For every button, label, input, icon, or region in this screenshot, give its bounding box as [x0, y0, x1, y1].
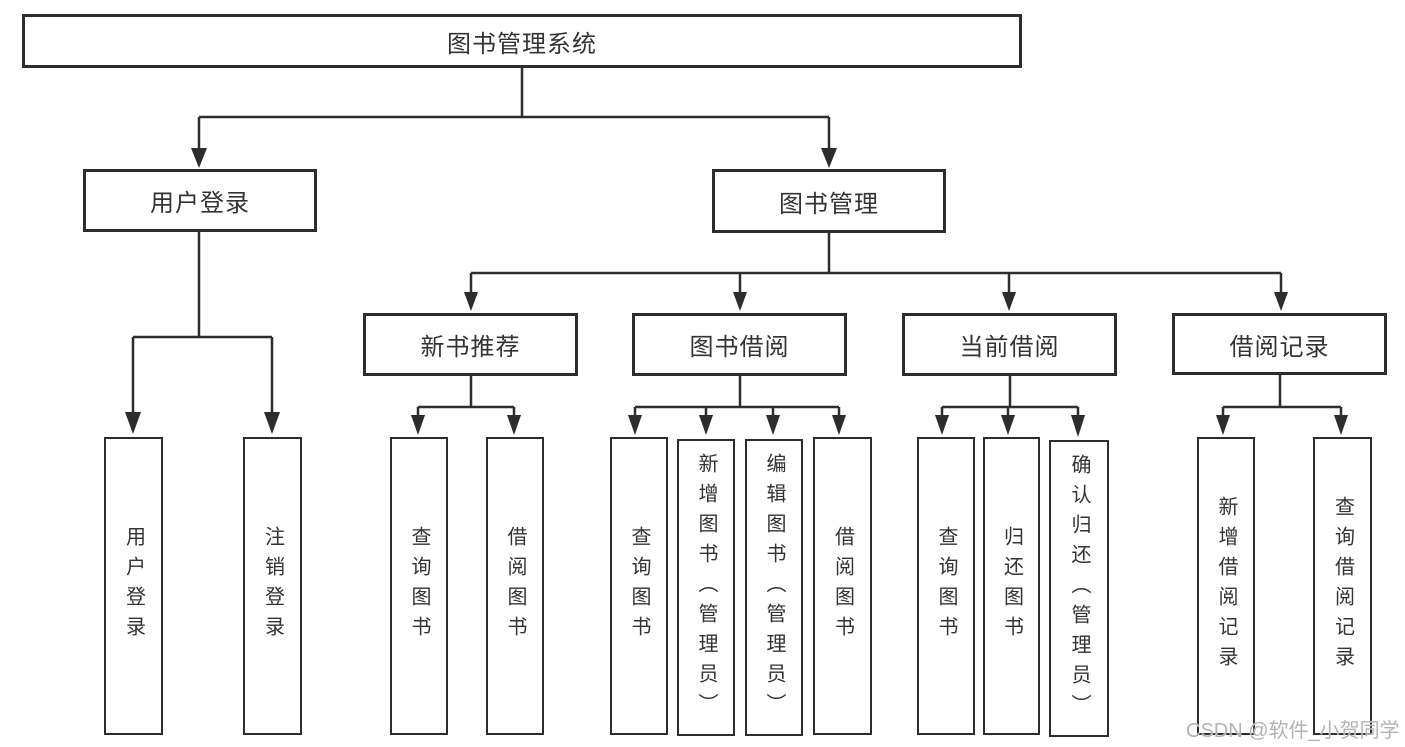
node-book-borrow-label: 图书借阅	[689, 334, 790, 361]
leaf-return-book: 归还图书	[983, 437, 1040, 735]
node-borrow-records: 借阅记录	[1172, 313, 1387, 375]
node-user-login-label: 用户登录	[150, 190, 250, 217]
leaf-query-books-recommend: 查询图书	[390, 437, 448, 735]
leaf-query-books-recommend-label: 查询图书	[408, 526, 430, 646]
leaf-query-borrow-record: 查询借阅记录	[1313, 437, 1372, 735]
node-root-system: 图书管理系统	[22, 14, 1022, 68]
node-book-management: 图书管理	[712, 169, 946, 233]
node-user-login: 用户登录	[83, 169, 317, 232]
node-borrow-records-label: 借阅记录	[1229, 333, 1330, 361]
leaf-borrow-books-recommend-label: 借阅图书	[504, 526, 526, 646]
leaf-add-borrow-record-label: 新增借阅记录	[1215, 496, 1237, 676]
leaf-query-books-borrow-label: 查询图书	[628, 526, 650, 646]
leaf-edit-book-admin-label: 编辑图书（管理员）	[763, 452, 785, 723]
node-current-borrow: 当前借阅	[902, 313, 1117, 376]
leaf-borrow-books-recommend: 借阅图书	[486, 437, 544, 735]
leaf-user-login: 用户登录	[104, 437, 163, 735]
leaf-logout-label: 注销登录	[261, 526, 284, 646]
leaf-return-book-label: 归还图书	[1000, 526, 1023, 646]
leaf-edit-book-admin: 编辑图书（管理员）	[745, 439, 803, 736]
leaf-add-book-admin-label: 新增图书（管理员）	[695, 452, 717, 723]
leaf-add-book-admin: 新增图书（管理员）	[677, 439, 735, 736]
leaf-borrow-books-2: 借阅图书	[813, 437, 872, 735]
node-new-book-recommend: 新书推荐	[363, 313, 578, 376]
node-current-borrow-label: 当前借阅	[959, 334, 1060, 361]
leaf-query-borrow-record-label: 查询借阅记录	[1331, 496, 1354, 676]
leaf-confirm-return-admin: 确认归还（管理员）	[1049, 440, 1109, 737]
leaf-logout: 注销登录	[243, 437, 302, 735]
leaf-query-books-current: 查询图书	[917, 437, 975, 735]
leaf-add-borrow-record: 新增借阅记录	[1197, 437, 1255, 735]
node-root-label: 图书管理系统	[447, 30, 597, 58]
node-new-book-recommend-label: 新书推荐	[420, 334, 521, 361]
leaf-borrow-books-2-label: 借阅图书	[831, 526, 854, 646]
node-book-borrow: 图书借阅	[632, 313, 847, 376]
leaf-user-login-label: 用户登录	[122, 526, 145, 646]
node-book-management-label: 图书管理	[779, 190, 879, 218]
leaf-confirm-return-admin-label: 确认归还（管理员）	[1068, 453, 1090, 724]
leaf-query-books-current-label: 查询图书	[935, 526, 957, 646]
leaf-query-books-borrow: 查询图书	[610, 437, 668, 735]
csdn-watermark: CSDN @软件_小贺同学	[1186, 720, 1400, 742]
